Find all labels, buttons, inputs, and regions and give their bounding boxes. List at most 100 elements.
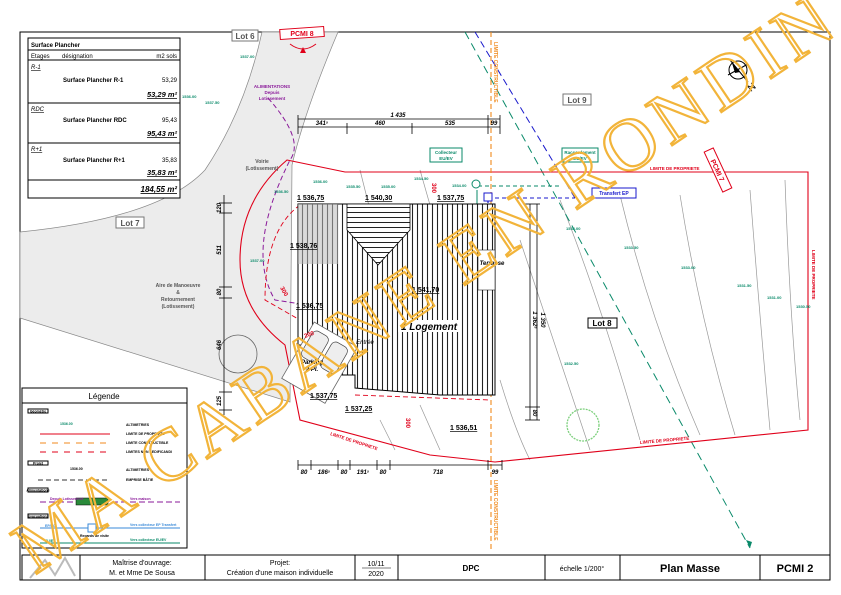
svg-text:désignation: désignation xyxy=(62,54,93,60)
contour-lines xyxy=(299,169,801,461)
dim-left: 646 xyxy=(217,339,223,350)
svg-text:PCMI 2: PCMI 2 xyxy=(777,563,814,575)
non-aedificandi-limit xyxy=(264,204,491,401)
dim-left: 125 xyxy=(217,395,223,406)
terrace-label: Terrasse xyxy=(480,261,505,267)
voirie-label: Voirie xyxy=(255,159,269,165)
dim-left: 511 xyxy=(217,245,223,255)
svg-text:m2 sols: m2 sols xyxy=(156,54,177,60)
dim-top: 460 xyxy=(374,121,386,127)
svg-text:10/11: 10/11 xyxy=(368,561,385,568)
svg-text:Surface Plancher R-1: Surface Plancher R-1 xyxy=(63,78,124,84)
svg-text:95,43 m²: 95,43 m² xyxy=(147,129,178,138)
svg-text:1536.00: 1536.00 xyxy=(182,94,197,99)
svg-text:Depuis Lotissement: Depuis Lotissement xyxy=(50,497,84,501)
building-grey-zone xyxy=(298,204,338,264)
svg-text:Lot 8: Lot 8 xyxy=(592,319,612,328)
svg-text:EP/EG: EP/EG xyxy=(45,524,56,528)
svg-text:LIMITE CONSTRUCTIBLE: LIMITE CONSTRUCTIBLE xyxy=(126,441,169,445)
svg-text:Lot 6: Lot 6 xyxy=(235,32,255,41)
left-dimensions xyxy=(219,195,232,415)
svg-text:Vers collecteur EU/EV: Vers collecteur EU/EV xyxy=(130,538,167,542)
logement-label: 1 Logement xyxy=(401,322,458,333)
dim-bottom: 80 xyxy=(341,470,348,476)
svg-text:1 541,70: 1 541,70 xyxy=(412,287,439,294)
svg-text:EU/EV: EU/EV xyxy=(45,539,56,543)
svg-text:1530.50: 1530.50 xyxy=(796,304,811,309)
manoeuvre-label: (Lotissement) xyxy=(162,304,195,310)
company-logo xyxy=(29,555,76,579)
svg-text:ALIMENTATIONS: ALIMENTATIONS xyxy=(254,84,290,89)
parking-area xyxy=(281,321,359,404)
svg-text:échelle 1/200°: échelle 1/200° xyxy=(560,565,605,573)
bottom-dimensions xyxy=(297,460,503,470)
svg-text:DPC: DPC xyxy=(463,564,480,573)
euev-network-line xyxy=(464,31,751,549)
dim-left: 80 xyxy=(217,288,223,295)
dim-right: 1 362⁵ xyxy=(531,311,537,329)
pcmi8-viewpoint: PCMI 8 xyxy=(279,25,325,53)
svg-text:35,83: 35,83 xyxy=(162,158,178,164)
roof-hip xyxy=(346,203,411,266)
title-block: Maîtrise d'ouvrage: M. et Mme De Sousa P… xyxy=(21,554,831,581)
setback-label: 200 xyxy=(304,331,316,340)
supply-line xyxy=(262,97,341,311)
manhole-icon xyxy=(471,179,481,189)
constructible-limit-label: LIMITE CONSTRUCTIBLE xyxy=(492,42,498,103)
voirie-label: (Lotissement) xyxy=(246,166,279,172)
svg-text:EU/EV: EU/EV xyxy=(439,156,453,161)
manoeuvre-label: & xyxy=(176,290,180,296)
svg-text:Projet:: Projet: xyxy=(270,560,290,567)
svg-text:Depuis: Depuis xyxy=(264,90,280,95)
altitude-labels: 1537.00 1536.00 1537.50 1536.50 1536.00 … xyxy=(182,54,811,366)
supply-label: ALIMENTATIONS Depuis Lotissement xyxy=(254,84,290,101)
tree-project xyxy=(566,408,600,442)
parking-label: Parking xyxy=(301,360,323,366)
svg-text:1536.00: 1536.00 xyxy=(60,422,73,426)
svg-text:Etages: Etages xyxy=(31,54,50,60)
svg-text:M. et Mme De Sousa: M. et Mme De Sousa xyxy=(109,570,175,577)
svg-text:1531.00: 1531.00 xyxy=(767,295,782,300)
manoeuvre-label: Aire de Manoeuvre xyxy=(156,283,201,289)
svg-text:2020: 2020 xyxy=(368,571,384,578)
svg-text:Évacuations: Évacuations xyxy=(28,514,49,519)
svg-text:1536.00: 1536.00 xyxy=(70,467,83,471)
svg-text:1 537,75: 1 537,75 xyxy=(437,195,464,202)
north-arrow-icon: N xyxy=(727,59,758,94)
svg-text:Regards de visite: Regards de visite xyxy=(80,534,109,538)
svg-text:Projet: Projet xyxy=(33,462,44,466)
svg-text:Géomètre: Géomètre xyxy=(30,410,46,414)
svg-text:35,83 m²: 35,83 m² xyxy=(147,168,178,177)
svg-text:EMPRISE BÂTIE: EMPRISE BÂTIE xyxy=(126,477,154,482)
svg-text:Lot 9: Lot 9 xyxy=(567,96,587,105)
dim-top: 99 xyxy=(491,121,498,127)
logement-label-bg xyxy=(398,320,460,332)
ep-manhole-icon xyxy=(483,192,493,202)
dim-bottom: 80 xyxy=(380,470,387,476)
svg-text:Surface Plancher: Surface Plancher xyxy=(31,43,81,49)
svg-text:1536.00: 1536.00 xyxy=(313,179,328,184)
property-line-label: LIMITE DE PROPRIETE xyxy=(811,250,816,300)
svg-text:Raccordement: Raccordement xyxy=(564,150,596,155)
setback-label: 300 xyxy=(278,286,289,298)
road-area xyxy=(19,31,339,403)
dim-left: 120 xyxy=(217,202,223,213)
svg-text:95,43: 95,43 xyxy=(162,118,178,124)
setback-label: 300 xyxy=(430,183,436,194)
dim-top-total: 1 435 xyxy=(390,113,406,119)
svg-text:1535.50: 1535.50 xyxy=(346,184,361,189)
svg-text:1535.00: 1535.00 xyxy=(381,184,396,189)
svg-text:Vers maison: Vers maison xyxy=(130,497,151,501)
setback-label: 300 xyxy=(404,418,410,429)
dim-bottom: 99 xyxy=(492,470,499,476)
top-dimensions xyxy=(297,115,501,134)
svg-text:1533.50: 1533.50 xyxy=(624,245,639,250)
svg-text:Surface Plancher R+1: Surface Plancher R+1 xyxy=(63,158,126,164)
svg-text:R-1: R-1 xyxy=(31,65,41,71)
level-labels: 1 536,75 1 540,30 1 537,75 1 538,76 1 54… xyxy=(290,195,477,432)
transfer-label: Transfert EP xyxy=(591,187,637,199)
svg-text:PCMI 8: PCMI 8 xyxy=(290,31,313,38)
svg-text:LIMITE DE PROPRIETE: LIMITE DE PROPRIETE xyxy=(126,432,165,436)
